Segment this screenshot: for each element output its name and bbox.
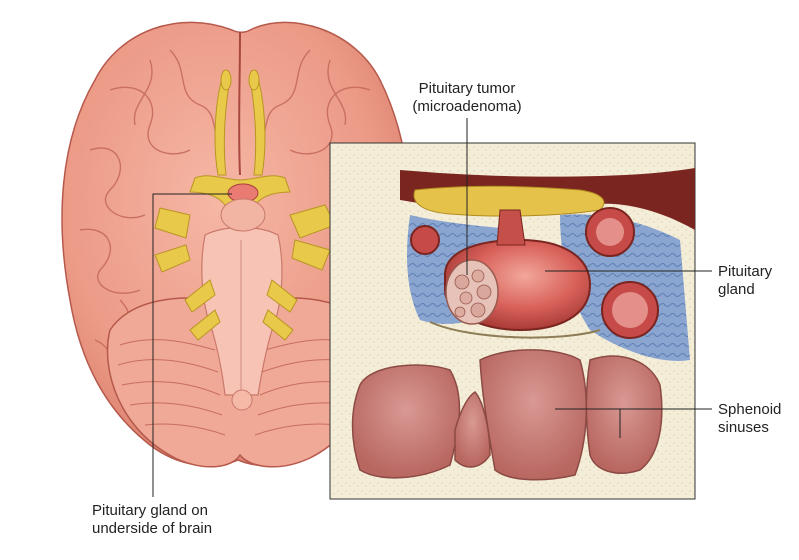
label-sphenoid-sinuses-line1: Sphenoid xyxy=(718,401,782,418)
label-gland-underside-line2: underside of brain xyxy=(92,520,213,537)
label-sphenoid-sinuses: Sphenoid sinuses xyxy=(718,401,781,437)
leader-lines xyxy=(152,118,712,497)
carotid-arteries xyxy=(410,207,659,339)
label-pituitary-tumor-line2: (microadenoma) xyxy=(412,98,522,115)
longitudinal-fissure xyxy=(238,31,241,176)
label-pituitary-gland-line1: Pituitary xyxy=(718,263,773,280)
label-pituitary-tumor: Pituitary tumor (microadenoma) xyxy=(397,80,537,116)
hypothalamus xyxy=(220,198,266,232)
sella-cross-section xyxy=(329,142,696,500)
label-gland-underside-line1: Pituitary gland on xyxy=(92,502,208,519)
cranial-nerves xyxy=(154,204,336,341)
sella-floor xyxy=(429,321,601,339)
pituitary-stalk xyxy=(496,209,526,246)
spinal-cord-section xyxy=(231,389,253,411)
microadenoma xyxy=(445,259,499,325)
label-pituitary-gland-line2: gland xyxy=(718,281,755,298)
label-pituitary-tumor-line1: Pituitary tumor xyxy=(418,80,516,97)
leader-gland-underside xyxy=(152,193,232,497)
olfactory-nerves xyxy=(214,69,266,176)
sphenoid-sinuses xyxy=(351,349,663,481)
label-pituitary-gland: Pituitary gland xyxy=(718,263,772,299)
label-sphenoid-sinuses-line2: sinuses xyxy=(718,419,769,436)
label-gland-underside: Pituitary gland on underside of brain xyxy=(92,502,212,538)
brain-underside xyxy=(61,21,412,468)
